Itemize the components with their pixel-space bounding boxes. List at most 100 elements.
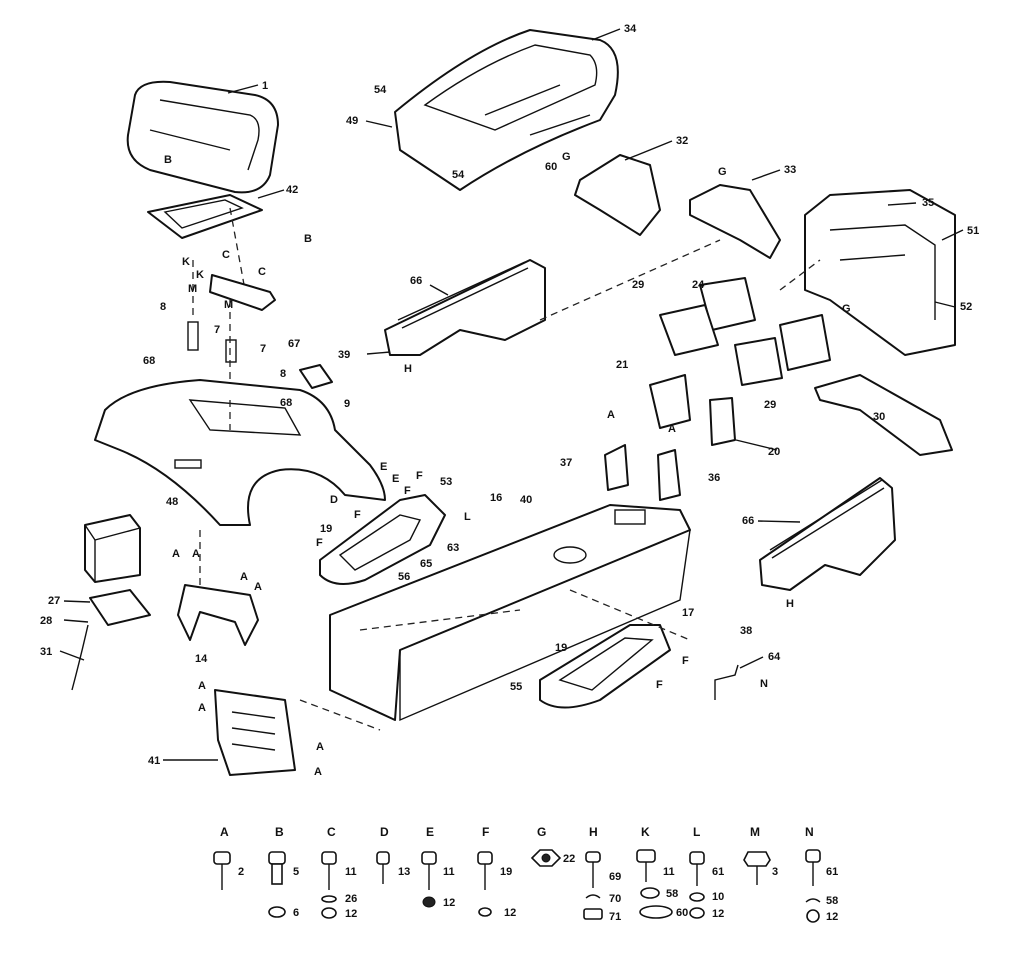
callout-28: 28: [40, 615, 52, 627]
callout-7-left: 7: [214, 324, 220, 336]
callout-9: 9: [344, 398, 350, 410]
hw-D-part-1: 13: [398, 866, 410, 878]
callout-56: 56: [398, 571, 410, 583]
hood-bracket-33: [689, 184, 781, 259]
callout-49: 49: [346, 115, 358, 127]
callout-48: 48: [166, 496, 178, 508]
pad-67: [299, 364, 333, 389]
callout-60: 60: [545, 161, 557, 173]
tag-A-1: A: [172, 548, 180, 560]
tag-A-4: A: [254, 581, 262, 593]
tag-L: L: [464, 511, 471, 523]
tag-A-6: A: [198, 702, 206, 714]
hw-M-part-1: 3: [772, 866, 778, 878]
tag-A-7: A: [316, 741, 324, 753]
hw-letter-K: K: [641, 825, 650, 839]
callout-55: 55: [510, 681, 522, 693]
tag-M-2: M: [224, 299, 233, 311]
hw-letter-G: G: [537, 825, 546, 839]
side-rail-66-lower: [759, 477, 896, 591]
hardware-key: A 2 B 5 6 C 11 26 12 D 13 E 11 12 F: [213, 825, 838, 923]
hw-letter-C: C: [327, 825, 336, 839]
battery-bracket-14: [177, 584, 259, 646]
tag-D: D: [330, 494, 338, 506]
footrest-19-rear: [539, 624, 671, 709]
callout-63: 63: [447, 542, 459, 554]
hw-letter-N: N: [805, 825, 814, 839]
hardware-letter-tags: B K K C C M M B E E D F F F F A A A A A …: [164, 151, 851, 778]
callout-8-left: 8: [160, 301, 166, 313]
tag-N: N: [760, 678, 768, 690]
side-rail-66-upper: [384, 259, 546, 356]
callout-37: 37: [560, 457, 572, 469]
callout-53: 53: [440, 476, 452, 488]
callout-17: 17: [682, 607, 694, 619]
bracket-21: [649, 374, 691, 429]
callout-35: 35: [922, 197, 934, 209]
tag-K-1: K: [182, 256, 190, 268]
callout-66-upper: 66: [410, 275, 422, 287]
pin-64: [714, 664, 739, 700]
tag-G-2: G: [718, 166, 727, 178]
callout-leaders: [59, 28, 964, 761]
tag-F-4: F: [316, 537, 323, 549]
tag-H-1: H: [404, 363, 412, 375]
bracket-29-lower: [734, 337, 783, 386]
hw-B-part-2: 6: [293, 907, 299, 919]
callout-32: 32: [676, 135, 688, 147]
callout-8-right: 8: [280, 368, 286, 380]
tag-F-6: F: [656, 679, 663, 691]
callout-54-bottom: 54: [452, 169, 465, 181]
callout-64: 64: [768, 651, 781, 663]
tag-E-1: E: [380, 461, 387, 473]
hw-C-part-2: 26: [345, 893, 357, 905]
callout-65: 65: [420, 558, 432, 570]
spring-7-left: [187, 321, 199, 351]
hw-E-part-1: 11: [443, 866, 455, 878]
tag-E-2: E: [392, 473, 399, 485]
callout-34: 34: [624, 23, 637, 35]
callout-51: 51: [967, 225, 979, 237]
hw-letter-H: H: [589, 825, 598, 839]
callout-19-lower: 19: [555, 642, 567, 654]
callout-38: 38: [740, 625, 752, 637]
tag-B-2: B: [304, 233, 312, 245]
hw-F-part-2: 12: [504, 907, 516, 919]
tag-H-2: H: [786, 598, 794, 610]
callout-66-lower: 66: [742, 515, 754, 527]
callout-19-upper: 19: [320, 523, 332, 535]
callout-20: 20: [768, 446, 780, 458]
seat-pan-part: [147, 194, 263, 291]
hw-letter-A: A: [220, 825, 229, 839]
tag-B-seat: B: [164, 154, 172, 166]
callout-numbers: 1 42 34 54 49 54 60 32 33 35 51 52 66 39…: [40, 23, 979, 767]
frame-bracket-36: [657, 449, 681, 501]
callout-16: 16: [490, 492, 502, 504]
tag-C-1: C: [222, 249, 230, 261]
hw-K-part-2: 58: [666, 888, 678, 900]
assembly-dash-lines: [192, 239, 821, 731]
hw-A-part-1: 2: [238, 866, 244, 878]
frame-bracket-37: [604, 444, 629, 491]
hw-N-part-2: 58: [826, 895, 838, 907]
hw-H-part-3: 71: [609, 911, 621, 923]
tag-A-5: A: [198, 680, 206, 692]
callout-68-left: 68: [143, 355, 155, 367]
callout-41: 41: [148, 755, 160, 767]
tag-M-1: M: [188, 283, 197, 295]
battery-part: [84, 514, 141, 583]
hw-E-part-2: 12: [443, 897, 455, 909]
tag-A-9: A: [607, 409, 615, 421]
callout-67: 67: [288, 338, 300, 350]
hw-L-part-2: 10: [712, 891, 724, 903]
hw-G-part-1: 22: [563, 853, 575, 865]
tag-G-1: G: [562, 151, 571, 163]
tag-F-5: F: [682, 655, 689, 667]
callout-68-right: 68: [280, 397, 292, 409]
callout-29-lower: 29: [764, 399, 776, 411]
callout-14: 14: [195, 653, 208, 665]
callout-30: 30: [873, 411, 885, 423]
hw-letter-D: D: [380, 825, 389, 839]
tag-F-3: F: [354, 509, 361, 521]
battery-tray-27: [89, 589, 151, 626]
